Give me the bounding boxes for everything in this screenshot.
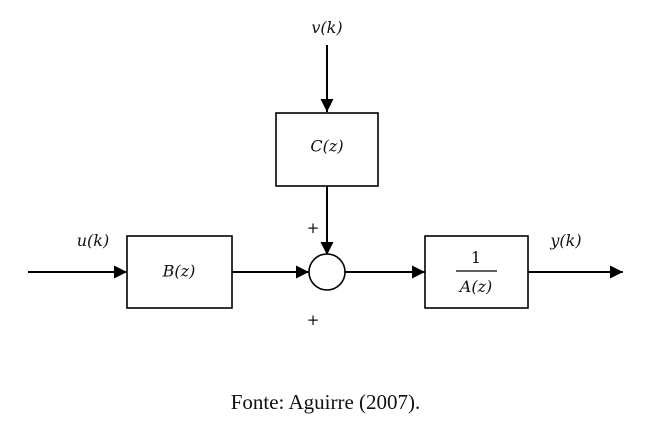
sum-sign-bottom: + [307, 311, 320, 329]
sum-sign-top: + [307, 219, 320, 237]
summing-junction [308, 253, 346, 291]
block-a-denominator: A(z) [458, 277, 492, 296]
signal-label-y: y(k) [549, 231, 581, 250]
block-c: C(z) [275, 112, 379, 187]
block-diagram: v(k) u(k) y(k) C(z) B(z) + + 1 A(z) [28, 18, 623, 329]
block-a-numerator: 1 [471, 248, 481, 267]
figure-caption: Fonte: Aguirre (2007). [230, 390, 421, 414]
block-b-label: B(z) [162, 262, 196, 281]
signal-label-v: v(k) [311, 18, 342, 37]
signal-label-u: u(k) [77, 231, 109, 250]
block-c-label: C(z) [310, 137, 343, 156]
block-b: B(z) [126, 235, 233, 309]
block-a: 1 A(z) [424, 235, 529, 309]
